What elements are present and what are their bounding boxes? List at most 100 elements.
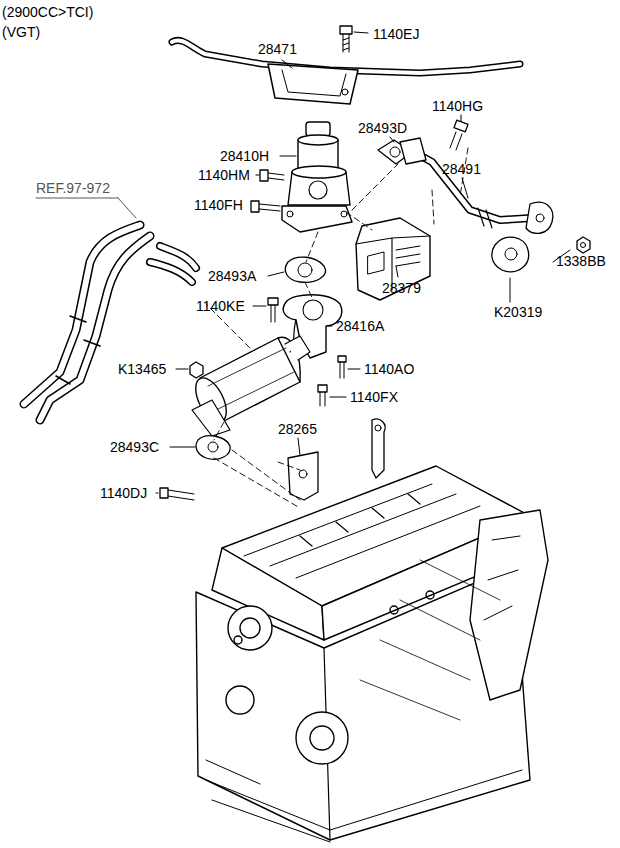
callout-number: 1140FX	[350, 389, 398, 405]
egr-pipe	[536, 214, 544, 222]
callout-number: 1140FH	[194, 197, 243, 213]
bolt	[340, 26, 352, 52]
egr-pipe	[400, 138, 426, 164]
gasket	[208, 442, 218, 452]
bolt	[340, 26, 352, 34]
bracket	[375, 425, 381, 431]
bolt	[320, 392, 325, 406]
gasket	[492, 237, 529, 272]
pipe-28471	[342, 89, 348, 95]
hose-assembly	[24, 198, 196, 420]
hose-assembly	[56, 316, 100, 384]
nut	[577, 237, 590, 253]
callout-number: 28493C	[110, 439, 159, 455]
bolt	[343, 34, 349, 52]
egr-valve	[306, 122, 330, 136]
gasket	[390, 147, 400, 157]
gasket	[285, 257, 325, 282]
engine-assembly	[296, 712, 348, 764]
egr-pipe	[410, 150, 532, 220]
bolt	[268, 298, 278, 305]
engine-assembly	[206, 760, 522, 842]
bolt	[340, 362, 344, 378]
egr-valve	[309, 181, 327, 199]
gasket	[492, 237, 529, 272]
elbow-housing	[303, 300, 323, 320]
callout-number: 1140HG	[432, 98, 483, 114]
callout-number: K20319	[494, 304, 542, 320]
egr-cooler	[285, 336, 310, 360]
gasket	[285, 257, 325, 282]
bolt	[450, 120, 468, 150]
callout-number: 1140KE	[196, 298, 245, 314]
callout-number: 28493A	[208, 268, 256, 284]
hose-assembly	[36, 198, 118, 199]
bracket	[372, 419, 385, 478]
nut	[190, 362, 203, 378]
callout-number: 1140DJ	[100, 485, 147, 501]
assembly-line	[206, 148, 468, 508]
reference-note: REF.97-972	[36, 180, 110, 196]
nut	[581, 243, 586, 248]
hose-assembly	[150, 246, 196, 282]
nut	[577, 237, 590, 253]
leader-line	[156, 32, 570, 493]
callout-number: 1140EJ	[373, 26, 419, 42]
gasket	[196, 436, 230, 460]
engine-assembly	[426, 591, 434, 599]
egr-cooler	[192, 400, 230, 436]
bracket	[299, 470, 307, 478]
callout-number: 28416A	[336, 318, 384, 334]
egr-pipe	[478, 208, 492, 228]
gasket	[196, 436, 230, 460]
egr-housing	[356, 218, 430, 300]
engine-assembly	[228, 606, 272, 650]
bolt	[168, 490, 194, 500]
engine-assembly	[470, 510, 548, 700]
engine-assembly	[360, 560, 500, 720]
hose-assembly	[118, 198, 136, 218]
bolt	[450, 132, 462, 150]
callout-number: 1140HM	[198, 167, 250, 183]
callout-number: K13465	[118, 361, 166, 377]
engine-assembly	[226, 686, 254, 714]
parts-illustration	[24, 26, 590, 842]
hose-assembly	[150, 246, 196, 282]
assembly-line	[206, 148, 468, 508]
callout-number: 28379	[382, 280, 421, 296]
leader-line	[156, 32, 570, 493]
bolt	[338, 356, 346, 362]
engine-assembly	[234, 636, 242, 644]
egr-valve	[292, 166, 346, 178]
egr-pipe	[410, 150, 532, 220]
pipe-28471	[268, 64, 358, 104]
egr-valve	[287, 211, 293, 217]
egr-housing	[368, 246, 420, 274]
nut	[190, 362, 203, 378]
bolt	[251, 201, 259, 212]
bolt	[454, 120, 468, 132]
engine-assembly	[196, 466, 548, 842]
engine-assembly	[484, 536, 520, 620]
gasket	[505, 248, 517, 260]
callout-number: 1338BB	[556, 253, 606, 269]
bracket	[288, 452, 318, 500]
header-note: (VGT)	[2, 24, 40, 40]
hose-assembly	[40, 236, 150, 420]
bolt	[271, 305, 275, 322]
pipe-28471	[172, 40, 520, 73]
engine-assembly	[300, 494, 420, 546]
egr-valve	[282, 122, 352, 232]
egr-cooler	[208, 348, 294, 410]
egr-pipe	[400, 138, 553, 233]
bolt	[260, 170, 268, 181]
engine-assembly	[310, 726, 334, 750]
egr-valve	[298, 135, 338, 145]
callout-number: 28410H	[220, 148, 269, 164]
bolt	[268, 173, 284, 180]
gasket	[298, 263, 312, 277]
bolt	[259, 204, 280, 211]
bolt	[318, 385, 327, 392]
callout-number: 28265	[278, 421, 317, 437]
bolt	[160, 488, 194, 500]
